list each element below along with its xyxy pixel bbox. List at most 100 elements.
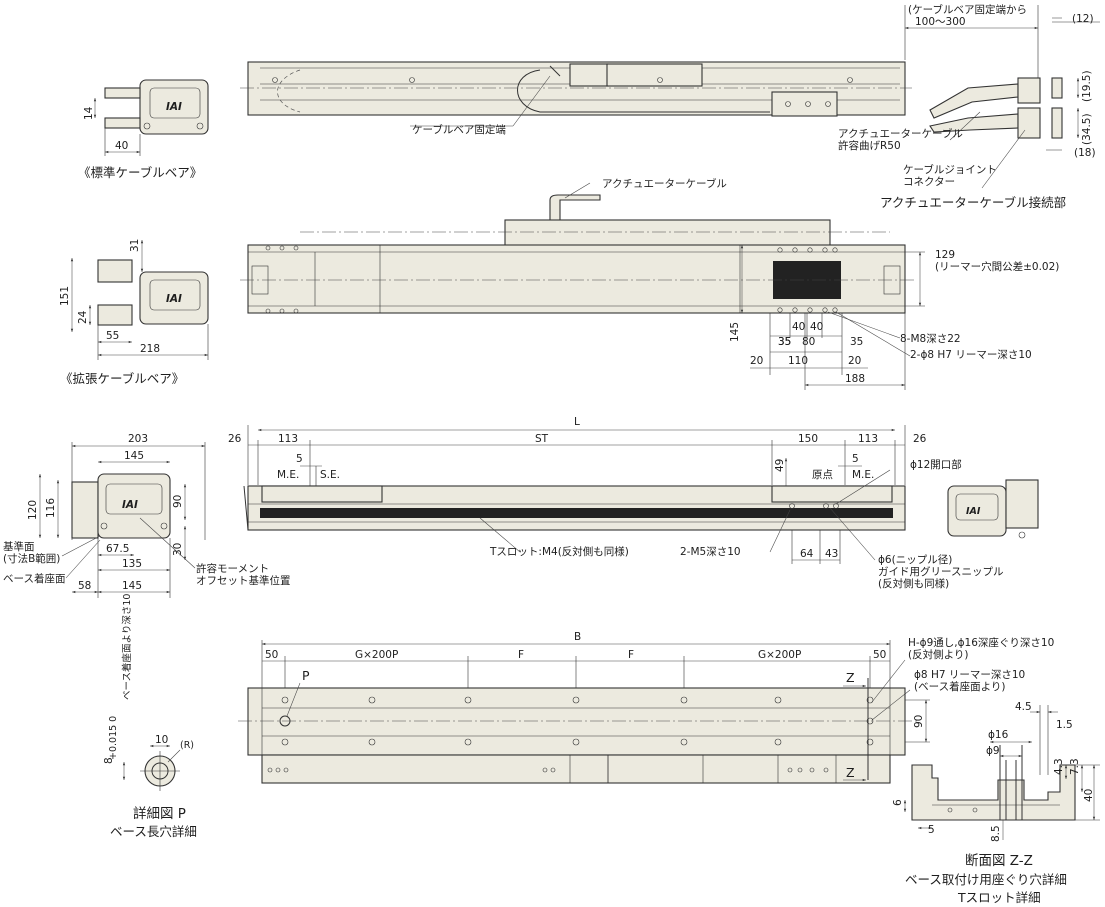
dim-5-right: 5 (852, 453, 859, 465)
h-note-2: (反対側より) (908, 648, 968, 661)
dim-1-5: 1.5 (1056, 719, 1073, 731)
dim-4-5: 4.5 (1015, 701, 1032, 713)
dim-188: 188 (845, 373, 865, 385)
standard-cable-bear-title: 《標準ケーブルベア》 (78, 165, 202, 180)
dim-40-b: 40 (810, 321, 823, 333)
dim-90-bottom: 90 (913, 715, 925, 728)
dim-14: 14 (83, 106, 95, 120)
label-se: S.E. (320, 469, 340, 481)
label-P: P (302, 668, 310, 683)
m5-note: 2-M5深さ10 (680, 546, 741, 558)
reamer-note: 2-ϕ8 H7 リーマー深さ10 (910, 349, 1032, 361)
dim-f2: F (628, 649, 634, 661)
section-zz-subtitle-1: ベース取付け用座ぐり穴詳細 (905, 872, 1067, 887)
dim-129: 129 (935, 249, 955, 261)
iai-logo: IAI (166, 101, 182, 113)
dim-phi9: ϕ9 (986, 745, 1000, 757)
depth-note: ベース着座面より深さ10 (121, 594, 133, 700)
dim-35-b: 35 (778, 336, 791, 348)
dim-145: 145 (729, 322, 741, 342)
joint-label-1: ケーブルジョイント (903, 163, 997, 176)
dim-129-note: (リーマー穴間公差±0.02) (935, 260, 1059, 273)
dim-B: B (574, 631, 581, 643)
plan-holes (265, 245, 838, 314)
dim-58: 58 (78, 580, 91, 592)
dim-203: 203 (128, 433, 148, 445)
side-view: L 26 113 ST 150 113 26 5 M.E. S.E. 5 原点 … (228, 416, 1039, 590)
dim-110: 110 (788, 355, 808, 367)
nipple-note-2: ガイド用グリースニップル (878, 565, 1003, 578)
label-me-left: M.E. (277, 469, 299, 481)
h-note-1: H-ϕ9通し,ϕ16深座ぐり深さ10 (908, 636, 1054, 649)
fixed-end-note-1: (ケーブルベア固定端から (908, 3, 1027, 16)
cable-fixed-end-label: ケーブルベア固定端 (412, 123, 506, 136)
dim-5-zz: 5 (928, 824, 935, 836)
extended-cable-bear-title: 《拡張ケーブルベア》 (60, 371, 184, 386)
reamer-note-2: (ベース着座面より) (914, 680, 1005, 693)
detail-p-subtitle: ベース長穴詳細 (110, 824, 197, 839)
base-note: ベース着座面 (3, 572, 65, 585)
dim-g-right: G×200P (758, 649, 801, 661)
dim-145-top: 145 (124, 450, 144, 462)
label-Z-bottom: Z (846, 765, 855, 780)
dim-8-5: 8.5 (990, 825, 1002, 842)
dim-151: 151 (59, 286, 71, 306)
section-zz-view: 4.5 1.5 ϕ16 ϕ9 4.3 7.3 40 6 5 8.5 断面図 Z-… (892, 701, 1100, 905)
label-me-right: M.E. (852, 469, 874, 481)
ref-note-2: (寸法B範囲) (3, 552, 60, 565)
dim-phi16: ϕ16 (988, 729, 1009, 741)
dim-7-3: 7.3 (1069, 758, 1081, 775)
dim-113-right: 113 (858, 433, 878, 445)
extended-cable-bear-view: IAI 31 151 24 55 218 《拡張ケーブルベア》 (59, 239, 209, 386)
dim-20-a: 20 (750, 355, 763, 367)
dim-f1: F (518, 649, 524, 661)
dim-218: 218 (140, 343, 160, 355)
dim-5-left: 5 (296, 453, 303, 465)
dim-18: (18) (1074, 147, 1096, 159)
dim-116: 116 (45, 498, 57, 518)
dim-55: 55 (106, 330, 119, 342)
opening-note: ϕ12開口部 (910, 458, 962, 471)
dim-40-a: 40 (792, 321, 805, 333)
dim-6: 6 (892, 799, 904, 806)
cable-label-2: 許容曲げR50 (838, 139, 901, 152)
bottom-holes (267, 696, 874, 773)
dim-120: 120 (27, 500, 39, 520)
section-zz-title: 断面図 Z-Z (965, 853, 1033, 869)
dim-34-5: (34.5) (1081, 113, 1093, 145)
dim-10: 10 (155, 734, 168, 746)
nipple-note-1: ϕ6(ニップル径) (878, 553, 952, 566)
dim-24: 24 (77, 310, 89, 324)
dim-90: 90 (172, 495, 184, 508)
dim-8: 8 (103, 757, 115, 764)
dim-26-left: 26 (228, 433, 242, 445)
dim-145-bottom: 145 (122, 580, 142, 592)
top-view: ケーブルベア固定端 (240, 61, 912, 136)
dim-35-a: 35 (778, 336, 791, 348)
dim-4-3: 4.3 (1053, 758, 1065, 775)
actuator-cable-label: アクチュエーターケーブル (602, 177, 727, 190)
plan-view: アクチュエーターケーブル 129 (リーマー穴間公差±0.02) 145 35 (240, 177, 1059, 390)
cable-connection-view: (ケーブルベア固定端から 100〜300 (12) (19.5) (34.5) … (838, 3, 1100, 210)
dim-g-left: G×200P (355, 649, 398, 661)
dim-40-zz: 40 (1083, 789, 1095, 802)
iai-logo-ext: IAI (166, 293, 182, 305)
end-view: 203 145 IAI 120 116 90 30 67.5 135 58 14… (3, 433, 291, 598)
label-origin: 原点 (812, 469, 833, 481)
tslot-note: Tスロット:M4(反対側も同様) (489, 545, 629, 558)
detail-p-view: ベース着座面より深さ10 +0.015 0 8 10 (R) 詳細図 P ベース… (103, 594, 197, 839)
dim-20-b: 20 (848, 355, 861, 367)
dim-19-5: (19.5) (1081, 70, 1093, 102)
fixed-end-note-2: 100〜300 (915, 16, 966, 28)
label-Z-top: Z (846, 670, 855, 685)
dim-49: 49 (774, 459, 786, 472)
reamer-note-1: ϕ8 H7 リーマー深さ10 (914, 669, 1025, 681)
cable-label-1: アクチュエーターケーブル (838, 127, 963, 140)
dim-50-left: 50 (265, 649, 278, 661)
dim-31: 31 (129, 239, 141, 252)
standard-cable-bear-view: IAI 14 40 《標準ケーブルベア》 (78, 79, 209, 180)
dim-80: 80 (802, 336, 815, 348)
label-R: (R) (180, 740, 194, 751)
